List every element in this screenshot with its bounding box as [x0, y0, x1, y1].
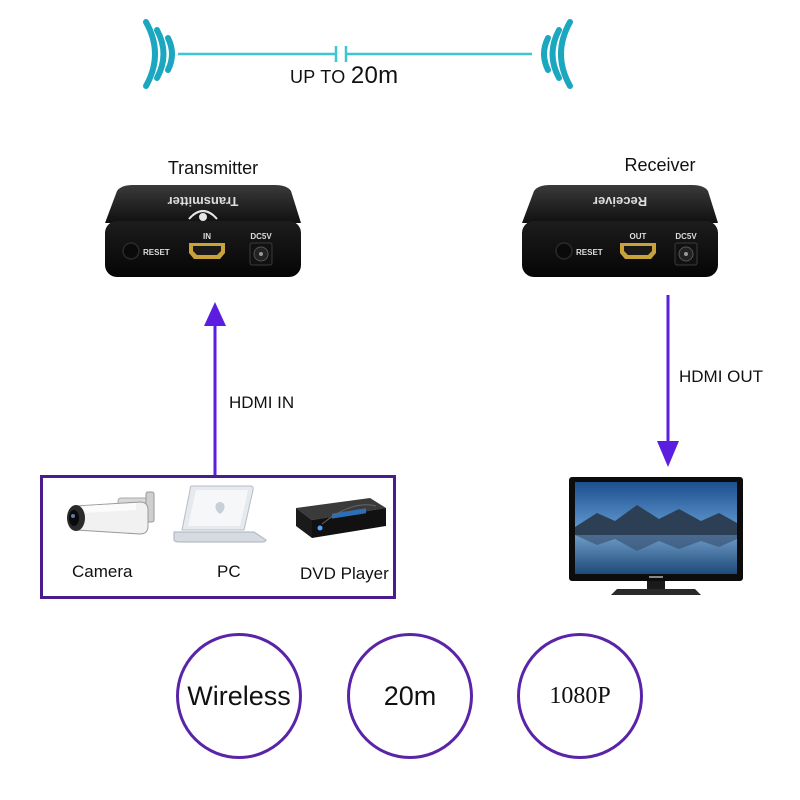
hdmi-port-icon: [189, 243, 225, 259]
range-label: UP TO 20m: [290, 62, 398, 90]
receiver-reset-label: RESET: [576, 248, 603, 257]
tv-icon: [569, 477, 743, 595]
camera-label: Camera: [72, 562, 133, 581]
wireless-link-graphic: [143, 19, 573, 89]
range-prefix: UP TO: [290, 67, 346, 87]
receiver-reset-button: [555, 242, 573, 260]
feature-range: 20m: [347, 633, 473, 759]
receiver-case-text: Receiver: [593, 194, 647, 209]
transmitter-device: Transmitter RESET IN DC5V: [103, 183, 303, 283]
feature-wireless: Wireless: [176, 633, 302, 759]
dc-power-port-icon: [249, 242, 273, 266]
feature-wireless-label: Wireless: [187, 680, 291, 711]
feature-resolution-label: 1080P: [549, 682, 611, 709]
laptop-icon: [173, 485, 267, 543]
transmitter-title: Transmitter: [167, 158, 259, 178]
hdmi-in-label: HDMI IN: [229, 393, 295, 412]
sources-box: [40, 475, 396, 599]
range-line: [178, 46, 532, 62]
pc-label: PC: [217, 562, 241, 581]
hdmi-in-arrow: [204, 302, 226, 476]
hdmi-out-label: HDMI OUT: [679, 367, 764, 386]
transmitter-reset-label: RESET: [143, 248, 170, 257]
dc-power-port-icon: [674, 242, 698, 266]
feature-range-label: 20m: [383, 680, 437, 711]
receiver-title: Receiver: [624, 155, 696, 175]
receiver-power-label: DC5V: [675, 232, 697, 241]
hdmi-out-arrow: [657, 295, 679, 467]
range-value: 20m: [350, 62, 399, 89]
feature-resolution: 1080P: [517, 633, 643, 759]
receiver-port-label: OUT: [630, 232, 647, 241]
left-signal-waves-icon: [143, 19, 175, 89]
transmitter-reset-button: [122, 242, 140, 260]
dvd-player-label: DVD Player: [300, 564, 389, 583]
transmitter-power-label: DC5V: [250, 232, 272, 241]
transmitter-case-text: Transmitter: [168, 194, 239, 209]
receiver-device: Receiver RESET OUT DC5V: [520, 183, 720, 283]
hdmi-port-icon: [620, 243, 656, 259]
transmitter-port-label: IN: [203, 232, 211, 241]
right-signal-waves-icon: [541, 19, 573, 89]
transmitter-wifi-logo-icon: [188, 210, 218, 221]
dvd-player-icon: [296, 498, 386, 538]
camera-icon: [67, 491, 155, 535]
